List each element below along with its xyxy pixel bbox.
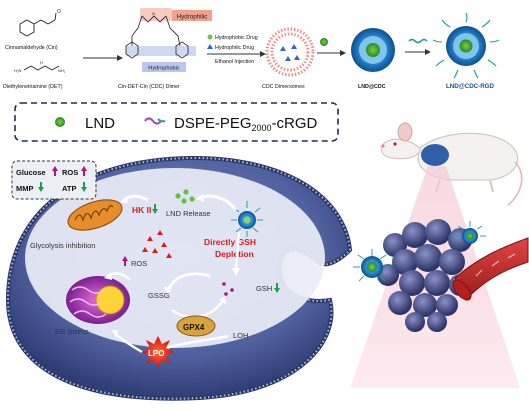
metabolism-box: Glucose ROS MMP ATP bbox=[11, 160, 97, 200]
hydrophilic-drug-label: Hydrophilic Drug bbox=[215, 45, 254, 51]
ros-up-arrow-mid bbox=[122, 256, 128, 261]
gssg-label: GSSG bbox=[148, 291, 170, 300]
hydrophobic-drug-icon bbox=[207, 34, 213, 40]
legend-lnd-label: LND bbox=[85, 115, 115, 132]
gpx4-enzyme bbox=[176, 315, 216, 337]
gsh-dots bbox=[222, 282, 234, 296]
ros-top-label: ROS bbox=[62, 168, 78, 177]
cdc-dimersome bbox=[265, 27, 315, 77]
internalized-nanoparticle bbox=[231, 201, 263, 237]
peg-chain-icon bbox=[408, 38, 428, 44]
gpx4-label: GPX4 bbox=[183, 323, 205, 332]
hk2-down-arrow bbox=[152, 209, 158, 214]
er-stress-label: ER Stress bbox=[55, 327, 89, 336]
det-nh2-left: H₂N bbox=[14, 68, 21, 73]
lpo-to-er-arrow bbox=[115, 333, 143, 354]
hydrophilic-tag-text: Hydrophilic bbox=[177, 14, 208, 21]
ros-up-arrow bbox=[81, 166, 87, 171]
synthesis-row: O Cinnamaldehyde (Cin) H₂N H NH₂ Diethyl… bbox=[3, 8, 500, 90]
legend-box: LND DSPE-PEG2000-cRGD bbox=[14, 102, 339, 142]
hydrophobic-tag-text: Hydrophobic bbox=[148, 66, 180, 72]
lpo-burst bbox=[142, 336, 174, 368]
cycle-arrow-top bbox=[166, 272, 211, 291]
cinnamaldehyde-structure bbox=[19, 12, 57, 37]
loh-label: LOH bbox=[233, 331, 248, 340]
depletion-arrow bbox=[234, 231, 241, 271]
ros-particles bbox=[142, 230, 172, 258]
lnd-release-dots bbox=[175, 189, 195, 204]
gsh-depletion-line1: Directly GSH bbox=[204, 237, 256, 247]
legend-lnd-icon bbox=[55, 117, 65, 127]
dimer-label: Cin-DET-Cin (CDC) Dimer bbox=[118, 84, 180, 90]
dimer-n-label: N bbox=[152, 11, 155, 16]
mouse-tumor-spot bbox=[421, 144, 449, 166]
lnd-particle-icon bbox=[320, 38, 328, 46]
synthesis-arrowhead-1 bbox=[117, 55, 123, 61]
hydrophobic-highlight bbox=[126, 46, 196, 56]
legend-peg-icon bbox=[144, 117, 162, 125]
blood-vessel bbox=[452, 237, 529, 301]
synthesis-arrowhead-3 bbox=[340, 50, 346, 56]
synthesis-arrowhead-2 bbox=[260, 51, 266, 57]
hk2-label: HK II bbox=[132, 205, 151, 215]
legend-peg-label: DSPE-PEG2000-cRGD bbox=[174, 115, 318, 133]
lnd-at-cdc-rgd-label: LND@CDC-RGD bbox=[446, 83, 494, 90]
legend-rgd-icon bbox=[157, 118, 166, 123]
det-nh2-right: NH₂ bbox=[58, 68, 66, 73]
lnd-at-cdc-label: LND@CDC bbox=[358, 84, 386, 90]
circulating-nanoparticles bbox=[353, 221, 486, 282]
glucose-up-arrow bbox=[52, 166, 58, 171]
lnd-at-cdc-rgd-particle bbox=[432, 12, 500, 79]
mmp-down-arrow bbox=[38, 187, 44, 192]
atp-label: ATP bbox=[62, 184, 76, 193]
cdc-dimer-structure: N bbox=[125, 8, 196, 59]
gsh-label: GSH bbox=[256, 284, 272, 293]
det-structure bbox=[23, 65, 60, 71]
det-nh: H bbox=[40, 60, 43, 65]
mitochondrion-icon bbox=[67, 199, 123, 231]
hydrophobic-drug-label: Hydrophobic Drug bbox=[215, 35, 258, 41]
det-label: Diethylenetriamine (DET) bbox=[3, 84, 63, 90]
hydrophilic-drug-icon bbox=[207, 44, 213, 49]
gsh-depletion-line2: Depletion bbox=[215, 249, 254, 259]
synthesis-arrowhead-4 bbox=[425, 49, 431, 55]
lpo-label: LPO bbox=[148, 349, 164, 358]
ros-mid-label: ROS bbox=[131, 259, 147, 268]
er-organelle bbox=[66, 276, 130, 324]
glucose-label: Glucose bbox=[16, 168, 46, 177]
hydrophobic-tag bbox=[142, 62, 186, 72]
mmp-label: MMP bbox=[16, 184, 34, 193]
lnd-at-cdc-particle bbox=[351, 28, 395, 72]
ethanol-label: Ethanol Injection bbox=[215, 59, 254, 65]
atp-down-arrow bbox=[81, 187, 87, 192]
gpx4-arrow bbox=[165, 334, 229, 350]
oxygen-label: O bbox=[57, 9, 61, 15]
lnd-release-label: LND Release bbox=[166, 209, 211, 218]
hydrophilic-tag bbox=[172, 10, 212, 21]
gsh-down-arrow bbox=[274, 288, 280, 293]
cin-label: Cinnamaldehyde (Cin) bbox=[5, 45, 58, 51]
glycolysis-label: Glycolysis inhibition bbox=[30, 241, 95, 250]
dimersomes-label: CDC Dimersomes bbox=[262, 84, 305, 90]
